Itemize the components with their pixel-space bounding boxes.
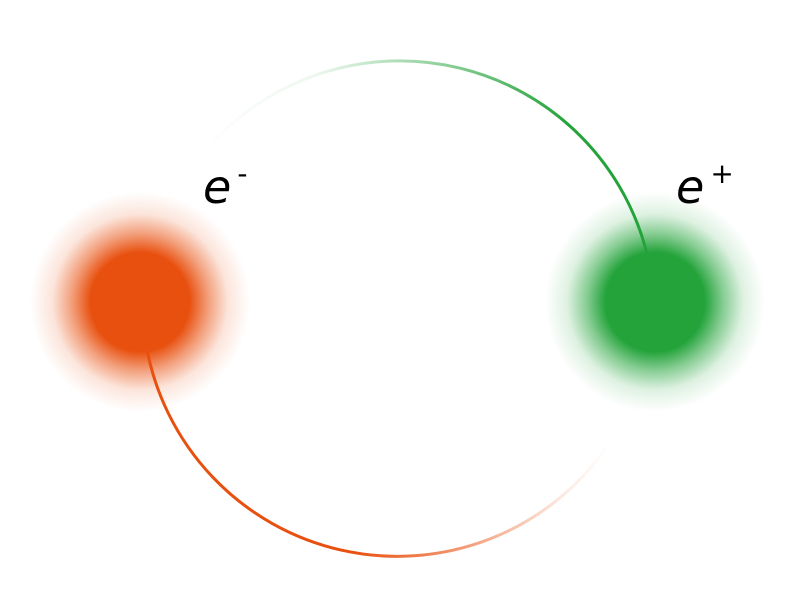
positron-label: e + bbox=[676, 157, 734, 214]
positron-orbit-trail bbox=[204, 59, 650, 260]
electron-label: e - bbox=[203, 157, 247, 214]
positron-particle bbox=[545, 192, 765, 412]
electron-particle bbox=[30, 192, 250, 412]
positron-symbol: e bbox=[676, 160, 704, 214]
positron-charge-sign: + bbox=[710, 157, 733, 190]
electron-symbol: e bbox=[203, 160, 231, 214]
electron-orbit-trail bbox=[144, 342, 608, 558]
electron-charge-sign: - bbox=[237, 157, 247, 190]
